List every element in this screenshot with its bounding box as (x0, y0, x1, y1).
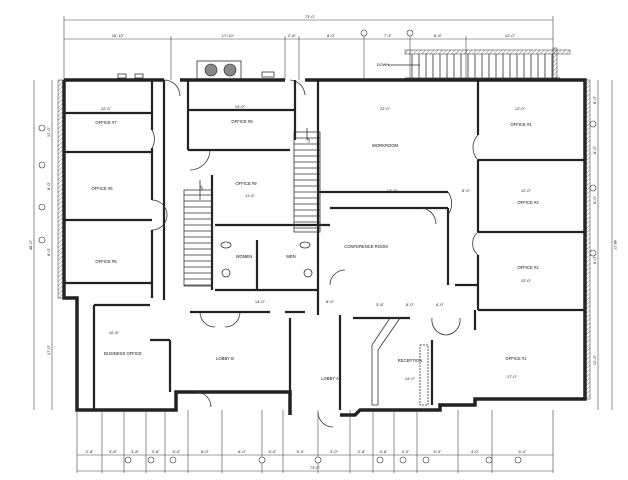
room-label: WOMEN (236, 254, 253, 259)
room-label: WORKROOM (372, 143, 399, 148)
room-label: OFFICE #3 (517, 200, 539, 205)
dim: 3'-8" (358, 449, 367, 454)
dim: 7'-4" (384, 33, 393, 38)
dim: 14'-0" (235, 104, 246, 109)
room-label: OFFICE #1 (505, 356, 527, 361)
dim: 12'-0" (521, 188, 532, 193)
dim: 8'-0" (406, 302, 415, 307)
dim: 5'-0" (173, 449, 182, 454)
grid-marker (169, 456, 177, 464)
dim: 6'-0" (238, 449, 247, 454)
grid-marker (514, 456, 522, 464)
dim: 17'-0" (46, 344, 51, 355)
ac-units (117, 60, 275, 80)
room-label: OFFICE #7 (95, 120, 117, 125)
dim: 3'-8" (109, 449, 118, 454)
grid-marker (258, 456, 266, 464)
dim: 6'-0" (519, 449, 528, 454)
dim: 8'-0" (327, 33, 336, 38)
dim: 22'-0" (380, 106, 391, 111)
dim: 8'-0" (201, 449, 210, 454)
bottom-dimensions: 73'-0" 3'-8" 3'-8" 3'-8" 3'-8" 5'-0" 8'-0" 6'-… (76, 410, 554, 473)
dim: 8'-0" (592, 195, 597, 204)
dim: 17'-0" (507, 374, 518, 379)
dim: 48'-0" (28, 239, 33, 250)
reception-counter (371, 317, 429, 406)
dim: 12'-0" (46, 126, 51, 137)
room-label: OFFICE #5 (95, 259, 117, 264)
dim: 8'-0" (592, 145, 597, 154)
dim: 12'-0" (515, 106, 526, 111)
dim: 3'-0" (402, 449, 411, 454)
grid-marker (314, 456, 322, 464)
dim: 10'-8" (109, 330, 120, 335)
grid-marker (147, 456, 155, 464)
dim: 8'-0" (46, 247, 51, 256)
dim: 5'-0" (297, 449, 306, 454)
dim: 17'-0" (387, 188, 398, 193)
grid-marker (422, 456, 430, 464)
dim: 16'-10" (112, 33, 125, 38)
grid-marker (376, 456, 384, 464)
dim: 3'-8" (86, 449, 95, 454)
dim: 48'-0" (613, 240, 618, 251)
dim: 3'-0" (330, 449, 339, 454)
grid-marker (399, 456, 407, 464)
top-overall-dim: 73'-0" (305, 14, 316, 19)
dim: 12'-0" (521, 278, 532, 283)
top-dimensions: 73'-0" 16'-10" 17'-10" 2'-6" 8'-0" 7'-4"… (63, 14, 554, 80)
dim: 3'-8" (131, 449, 140, 454)
stairs: UP UP (183, 128, 321, 287)
room-label: OFFICE #8 (231, 119, 253, 124)
dim: 5'-0" (269, 449, 278, 454)
dim: 12'-0" (101, 106, 112, 111)
dim: 4'-0" (471, 449, 480, 454)
up-note: UP (199, 185, 204, 191)
room-labels: OFFICE #7 OFFICE #6 OFFICE #5 OFFICE #8 … (91, 119, 539, 381)
dim: 8'-0" (462, 188, 471, 193)
grid-marker (406, 29, 414, 37)
grid-marker (124, 456, 132, 464)
dim: 8'-0" (46, 181, 51, 190)
room-label: CONFERENCE ROOM (344, 244, 388, 249)
grid-marker (485, 456, 493, 464)
grid-marker (360, 29, 368, 37)
dim: 14'-0" (255, 299, 266, 304)
right-dimensions: 48'-0" 8'-0" 8'-0" 8'-0" 8'-0" 12'-0" (589, 80, 618, 410)
dim: 8'-0" (592, 95, 597, 104)
dim: 8'-0" (592, 255, 597, 264)
room-label: MEN (286, 254, 295, 259)
dim: 3'-8" (152, 449, 161, 454)
dim: 6'-0" (436, 302, 445, 307)
room-dimensions: 12'-0" 14'-0" 22'-0" 12'-0" 11'-6" 17'-0… (101, 104, 532, 381)
exterior-stair: DOWN (377, 47, 571, 81)
dim: 17'-10" (222, 33, 235, 38)
dim: 12'-0" (592, 354, 597, 365)
room-label: LOBBY B (216, 356, 234, 361)
dim: 3'-8" (376, 302, 385, 307)
restroom-fixtures (220, 241, 313, 278)
dim: 8'-0" (326, 299, 335, 304)
room-label: OFFICE #6 (91, 186, 113, 191)
exterior-walls (57, 78, 591, 417)
dim: 2'-6" (288, 33, 297, 38)
bottom-overall-dim: 73'-0" (310, 465, 321, 470)
room-label: OFFICE #4 (510, 122, 532, 127)
room-label: LOBBY A (321, 376, 339, 381)
dim: 12'-0" (505, 33, 516, 38)
doors (151, 79, 479, 428)
left-dimensions: 48'-0" 12'-0" 8'-0" 8'-0" 17'-0" (28, 80, 53, 410)
dim: 14'-0" (405, 376, 416, 381)
interior-walls (64, 80, 585, 410)
dim: 5'-0" (434, 449, 443, 454)
dim: 3'-8" (380, 449, 389, 454)
down-note: DOWN (377, 62, 390, 67)
room-label: OFFICE #9 (235, 181, 257, 186)
room-label: OFFICE #2 (517, 265, 539, 270)
dim: 11'-6" (245, 193, 255, 198)
dim: 8'-8" (434, 33, 443, 38)
room-label: RECEPTION (398, 358, 422, 363)
room-label: BUSINESS OFFICE (104, 351, 142, 356)
up-note: UP (306, 137, 311, 143)
